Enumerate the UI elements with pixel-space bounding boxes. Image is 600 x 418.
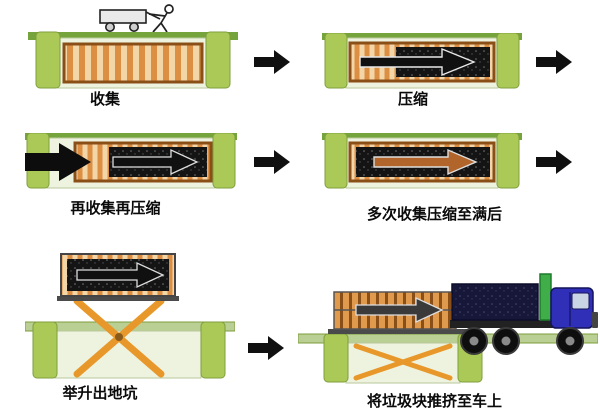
pit-wall-left [324,33,348,89]
container-recompressing [73,141,213,183]
truck [450,273,598,355]
scissor-lift-collapsed [353,343,453,381]
push-arrow [355,296,444,324]
flow-arrow-2 [536,50,572,74]
panel-compress [322,33,522,89]
step-label-recollect: 再收集再压缩 [70,199,161,217]
flow-arrow-1 [254,50,290,74]
flow-arrow-4 [536,150,572,174]
pit-wall-right [205,31,231,89]
panel-full [322,133,522,189]
pit-wall-left [324,133,348,189]
ground-surface [28,32,238,40]
lift-platform [328,329,480,334]
pit-wall-left [323,333,349,383]
step-label-full: 多次收集压缩至满后 [366,205,502,223]
panel-collect [28,4,238,89]
pit-wall-left [35,31,61,89]
step-label-collect: 收集 [89,90,120,108]
ram-arrow [76,261,165,289]
worker-figure [148,4,174,33]
ground-surface [322,33,522,40]
flow-arrow-3 [254,150,290,174]
flow-arrow-5 [248,336,284,360]
truck-window [571,292,590,310]
scissor-pivot [115,333,123,341]
step-label-load: 将垃圾块推挤至车上 [366,392,502,410]
pit-wall-right [496,33,520,89]
ram-arrow [112,148,199,176]
lift-platform [57,296,179,301]
step-label-compress: 压缩 [397,90,428,108]
truck-bumper [592,312,598,328]
ground-surface [322,133,522,140]
container-compressing [348,41,496,83]
container-lifted [60,253,176,297]
truck-bed [450,320,576,328]
ground-surface [25,133,237,140]
infeed-arrow [25,143,91,181]
panel-recollect [25,133,237,189]
truck-wheels [460,327,584,355]
truck-cargo [451,283,539,321]
collection-cart [99,9,161,32]
step-label-lift: 举升出地坑 [62,384,138,402]
panel-lift [25,253,235,379]
waste-bale-pushed [333,291,457,330]
truck-headboard [539,273,552,321]
container-empty [62,42,204,84]
ram-arrow [359,47,476,77]
ram-arrow [373,148,478,176]
pit-wall-right [200,321,226,379]
pit-wall-right [496,133,520,189]
panel-load [298,273,598,384]
pit-wall-right [212,133,236,189]
container-full [348,141,496,183]
pit-wall-left [32,321,58,379]
